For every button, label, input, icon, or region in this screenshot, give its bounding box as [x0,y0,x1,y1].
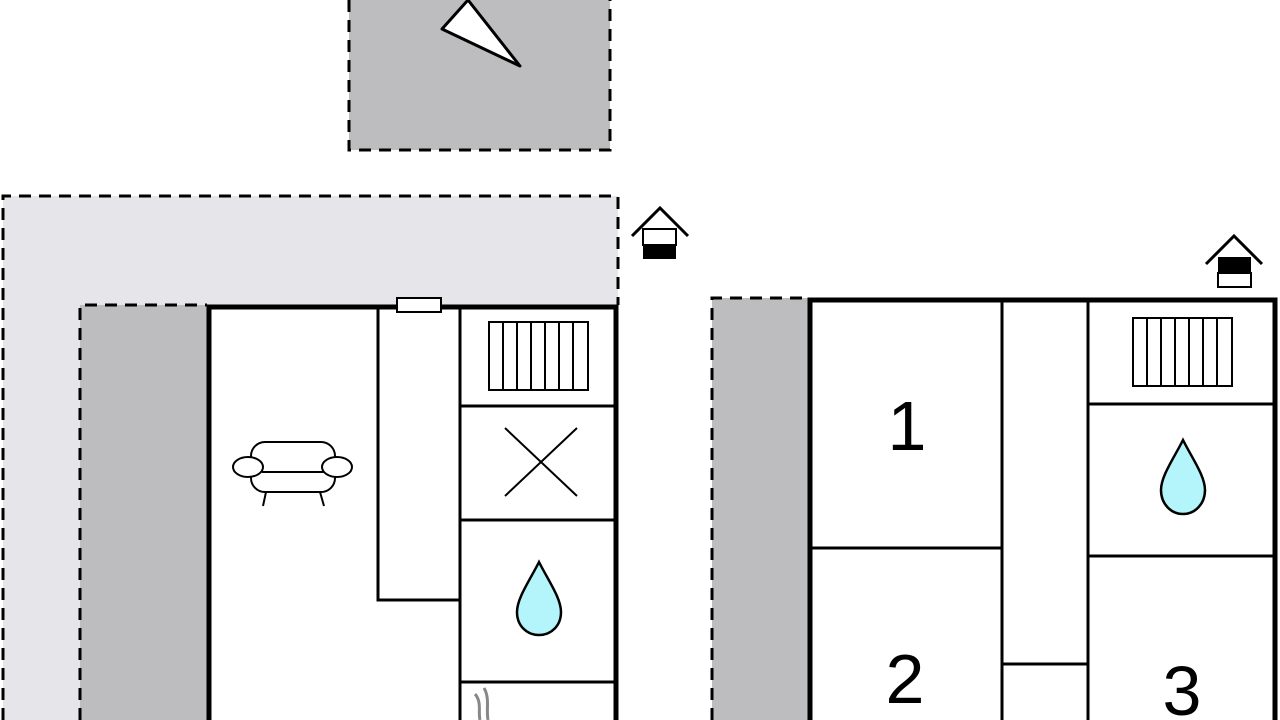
right-building [807,297,1280,720]
kitchen-x-icon [504,427,578,497]
left-dark-strip [78,303,207,720]
entrance-house-icon [1204,233,1264,288]
radiator-icon [488,321,589,391]
water-drop-icon [515,559,563,637]
room-label-1: 1 [888,387,927,465]
room-label-2: 2 [886,640,925,718]
radiator-icon [1132,317,1233,387]
left-building [206,297,619,720]
water-drop-icon [1159,437,1207,516]
entrance-house-icon [630,205,690,259]
sofa-icon [232,441,353,507]
compass-arrow-icon [440,0,522,68]
window [396,297,442,313]
room-label-3: 3 [1163,652,1202,720]
right-dark-strip [710,296,808,720]
sauna-steam-icon [473,687,490,720]
